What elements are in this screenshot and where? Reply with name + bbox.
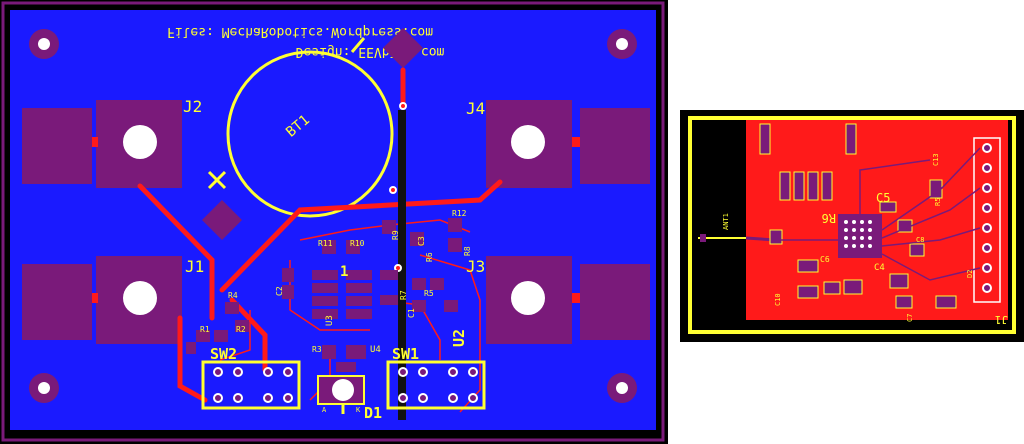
board2-traces — [780, 147, 981, 281]
label-j3: J3 — [466, 257, 485, 276]
label-c1: C1 — [407, 308, 416, 318]
label-c5: C5 — [876, 191, 890, 205]
mounting-hole-top-left — [29, 29, 59, 59]
label-r5-board2: R5 — [934, 198, 942, 206]
label-j1: J1 — [185, 257, 204, 276]
header-pins-right — [973, 137, 1001, 303]
mounting-hole-bottom-right — [607, 373, 637, 403]
board-outline — [1, 1, 665, 442]
connector-j2 — [22, 100, 182, 188]
traces-power — [137, 67, 503, 403]
label-r3: R3 — [312, 345, 322, 354]
label-r1: R1 — [200, 325, 210, 334]
pcb-board-main: Files: MechaRobotics.Wordpress.com Desig… — [0, 0, 668, 444]
switch-sw2 — [201, 360, 301, 410]
ground-pour-bottom — [10, 10, 656, 430]
label-r10: R10 — [350, 239, 365, 248]
switch-sw1 — [386, 360, 486, 410]
label-r5: R5 — [424, 289, 434, 298]
smd-pads — [186, 218, 462, 372]
label-pin1-marker: 1 — [340, 264, 348, 280]
label-c6: C6 — [820, 255, 830, 264]
label-ant1: ANT1 — [722, 213, 730, 230]
label-r12: R12 — [452, 209, 467, 218]
label-r7: R7 — [399, 290, 408, 300]
label-j2: J2 — [183, 97, 202, 116]
label-sw1: SW1 — [392, 345, 419, 363]
silk-files-text: Files: MechaRobotics.Wordpress.com — [167, 24, 433, 39]
connector-j3 — [486, 256, 650, 344]
label-led-cathode: K — [356, 406, 361, 414]
mounting-hole-top-right — [607, 29, 637, 59]
label-r4: R4 — [228, 291, 238, 300]
label-r8: R8 — [463, 246, 472, 256]
label-j4: J4 — [466, 99, 485, 118]
label-led-anode: A — [322, 406, 327, 414]
label-sw2: SW2 — [210, 345, 237, 363]
ic-qfn — [838, 214, 882, 258]
label-c2: C2 — [275, 286, 284, 296]
label-c3: C3 — [417, 236, 426, 246]
connector-j1 — [22, 256, 182, 344]
label-u4: U4 — [370, 345, 381, 355]
smd-components — [759, 123, 957, 309]
label-j1-board2: J1 — [995, 313, 1008, 326]
label-r9: R9 — [391, 230, 400, 240]
label-r11: R11 — [318, 239, 333, 248]
label-d2: D2 — [966, 270, 974, 278]
label-u2: U2 — [450, 329, 468, 347]
label-r6: R6 — [425, 252, 434, 262]
board2-silk-outline — [688, 116, 1016, 334]
label-r6-board2: R6 — [822, 211, 836, 225]
battery-bt1 — [202, 28, 423, 240]
label-c10: C10 — [774, 293, 782, 306]
label-c7: C7 — [906, 314, 914, 322]
label-c13: C13 — [932, 153, 940, 166]
mounting-hole-bottom-left — [29, 373, 59, 403]
vias — [389, 102, 407, 272]
label-d1: D1 — [364, 404, 382, 422]
connector-j4 — [486, 100, 650, 188]
label-r2: R2 — [236, 325, 246, 334]
led-d1 — [317, 375, 365, 414]
label-u3: U3 — [325, 315, 335, 326]
label-c4: C4 — [874, 263, 885, 273]
label-c8: C8 — [916, 236, 924, 244]
pcb-board-rf: C5 R6 C4 ANT1 C13 R5 C8 C6 D2 C10 C7 J1 — [680, 110, 1024, 342]
